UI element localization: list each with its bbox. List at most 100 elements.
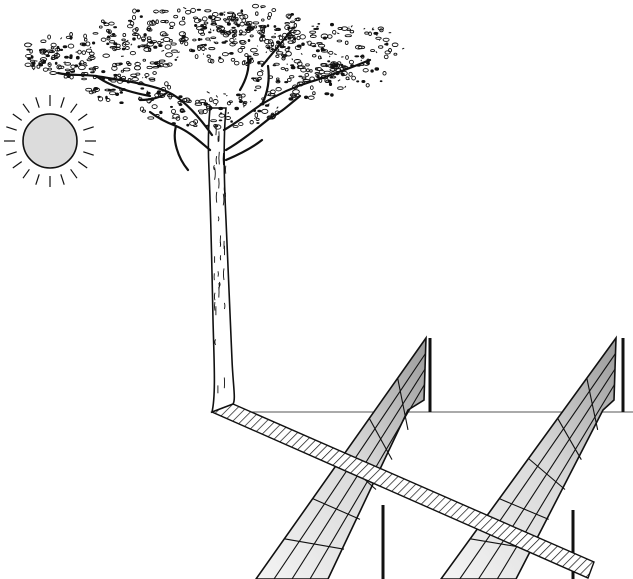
leaf-mark: [250, 101, 251, 102]
leaf-mark: [193, 17, 197, 19]
leaf-mark: [86, 49, 91, 52]
leaf-mark: [272, 9, 276, 12]
leaf-mark: [363, 69, 368, 72]
leaf-mark: [166, 53, 173, 57]
leaf-mark: [93, 33, 98, 35]
leaf-mark: [287, 78, 291, 81]
leaf-mark: [114, 74, 118, 76]
leaf-mark: [130, 51, 135, 54]
leaf-mark: [266, 52, 267, 53]
leaf-mark: [101, 78, 105, 79]
leaf-mark: [230, 52, 234, 54]
leaf-mark: [277, 80, 280, 82]
leaf-mark: [110, 92, 116, 95]
leaf-mark: [355, 56, 359, 58]
leaf-mark: [196, 100, 199, 103]
leaf-mark: [257, 122, 260, 123]
leaf-mark: [272, 36, 276, 38]
leaf-mark: [114, 43, 118, 45]
leaf-mark: [55, 62, 57, 65]
leaf-mark: [376, 51, 377, 53]
leaf-mark: [329, 83, 332, 86]
leaf-mark: [111, 80, 116, 82]
leaf-mark: [282, 46, 286, 47]
leaf-mark: [231, 121, 233, 123]
sun-ray: [36, 174, 39, 184]
leaf-mark: [177, 57, 179, 58]
leaf-mark: [202, 17, 207, 21]
leaf-mark: [219, 59, 224, 63]
leaf-mark: [138, 46, 140, 48]
leaf-mark: [41, 40, 46, 43]
leaf-mark: [172, 50, 178, 52]
leaf-mark: [122, 48, 125, 50]
leaf-mark: [169, 40, 172, 43]
sun-ray: [13, 162, 22, 168]
leaf-mark: [241, 94, 245, 97]
leaf-mark: [219, 57, 221, 59]
leaf-mark: [132, 15, 135, 19]
leaf-mark: [165, 45, 171, 49]
leaf-mark: [361, 60, 362, 61]
leaf-mark: [64, 75, 67, 78]
leaf-mark: [207, 92, 210, 94]
leaf-mark: [158, 41, 161, 44]
leaf-mark: [329, 51, 333, 54]
leaf-mark: [276, 52, 283, 55]
leaf-mark: [241, 46, 245, 48]
leaf-mark: [76, 56, 79, 59]
leaf-mark: [134, 66, 140, 70]
leaf-mark: [141, 88, 144, 90]
leaf-mark: [305, 73, 309, 76]
leaf-mark: [182, 17, 184, 20]
leaf-mark: [242, 32, 247, 35]
sun-ray: [71, 104, 77, 113]
leaf-mark: [334, 77, 336, 78]
leaf-mark: [209, 48, 215, 50]
leaf-mark: [273, 65, 276, 66]
leaf-mark: [156, 20, 158, 24]
leaf-mark: [276, 55, 279, 57]
leaf-mark: [120, 92, 123, 94]
leaf-mark: [86, 65, 88, 66]
leaf-mark: [123, 68, 130, 71]
leaf-mark: [206, 38, 210, 40]
leaf-mark: [333, 30, 336, 34]
leaf-mark: [220, 13, 224, 16]
leaf-mark: [202, 47, 205, 50]
leaf-mark: [51, 43, 56, 47]
leaf-mark: [348, 79, 350, 80]
leaf-mark: [178, 9, 181, 12]
leaf-mark: [258, 61, 261, 64]
leaf-mark: [256, 86, 261, 88]
leaf-mark: [281, 68, 285, 70]
leaf-mark: [251, 48, 258, 52]
leaf-mark: [31, 56, 33, 59]
leaf-mark: [255, 113, 258, 117]
leaf-mark: [61, 38, 62, 40]
leaf-mark: [191, 50, 195, 52]
leaf-mark: [175, 59, 177, 61]
sun-ray: [6, 127, 16, 130]
leaf-mark: [145, 74, 149, 77]
leaf-mark: [127, 81, 130, 83]
leaf-mark: [291, 13, 294, 15]
leaf-mark: [241, 10, 243, 13]
leaf-mark: [215, 42, 218, 44]
leaf-mark: [248, 39, 250, 41]
leaf-mark: [337, 33, 339, 34]
leaf-mark: [198, 38, 200, 40]
leaf-mark: [255, 12, 258, 16]
leaf-mark: [121, 70, 123, 72]
leaf-mark: [118, 74, 121, 77]
leaf-mark: [352, 76, 356, 80]
leaf-mark: [349, 60, 353, 64]
leaf-mark: [79, 65, 86, 69]
leaf-mark: [86, 42, 90, 46]
leaf-mark: [325, 93, 329, 95]
leaf-mark: [302, 43, 305, 46]
leaf-mark: [285, 49, 289, 52]
leaf-mark: [205, 10, 211, 12]
leaf-mark: [274, 25, 276, 27]
leaf-mark: [90, 72, 94, 73]
